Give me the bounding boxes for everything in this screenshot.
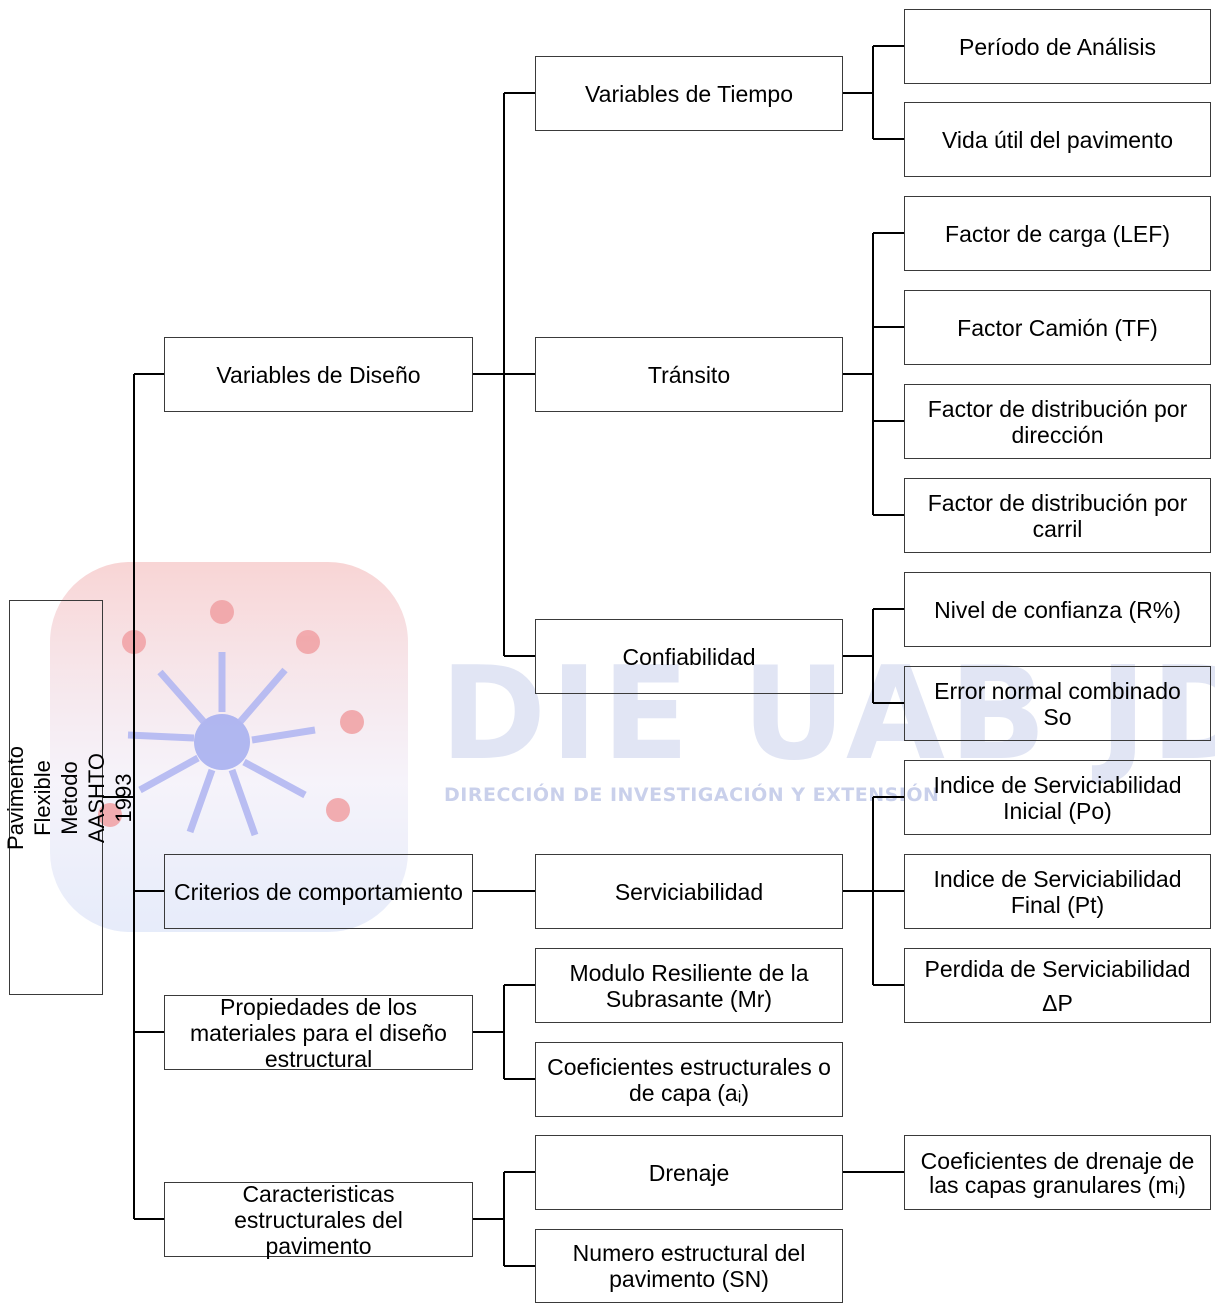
periodo-analisis-node: Período de Análisis bbox=[904, 9, 1211, 84]
drenaje-label: Drenaje bbox=[648, 1159, 730, 1186]
factor-carga-label: Factor de carga (LEF) bbox=[945, 220, 1170, 247]
tiempo-label: Variables de Tiempo bbox=[585, 80, 793, 107]
periodo-analisis-label: Período de Análisis bbox=[959, 33, 1156, 60]
tiempo-node: Variables de Tiempo bbox=[535, 56, 843, 131]
perdida-serviciabilidad-node: Perdida de Serviciabilidad ΔP bbox=[904, 948, 1211, 1023]
nivel-confianza-label: Nivel de confianza (R%) bbox=[934, 596, 1181, 623]
criterios-label: Criterios de comportamiento bbox=[174, 878, 463, 905]
factor-carga-node: Factor de carga (LEF) bbox=[904, 196, 1211, 271]
modulo-resiliente-node: Modulo Resiliente de la Subrasante (Mr) bbox=[535, 948, 843, 1023]
vida-util-label: Vida útil del pavimento bbox=[942, 126, 1173, 153]
factor-camion-node: Factor Camión (TF) bbox=[904, 290, 1211, 365]
serviciabilidad-inicial-node: Indice de Serviciabilidad Inicial (Po) bbox=[904, 760, 1211, 835]
numero-estructural-label: Numero estructural del pavimento (SN) bbox=[572, 1240, 806, 1292]
coeficientes-estructurales-label: Coeficientes estructurales o de capa (aᵢ… bbox=[547, 1053, 831, 1106]
root-node: Diseño de Pavimento Flexible Metodo AASH… bbox=[0, 600, 136, 995]
serviciabilidad-label: Serviciabilidad bbox=[614, 878, 764, 905]
confiabilidad-label: Confiabilidad bbox=[622, 643, 756, 670]
serviciabilidad-final-node: Indice de Serviciabilidad Final (Pt) bbox=[904, 854, 1211, 929]
factor-distribucion-carril-node: Factor de distribución por carril bbox=[904, 478, 1211, 553]
error-normal-node: Error normal combinado So bbox=[904, 666, 1211, 741]
modulo-resiliente-label: Modulo Resiliente de la Subrasante (Mr) bbox=[569, 959, 809, 1012]
coeficientes-drenaje-label: Coeficientes de drenaje de las capas gra… bbox=[920, 1147, 1195, 1198]
root-node-label: Diseño de Pavimento Flexible Metodo AASH… bbox=[0, 745, 136, 850]
propiedades-node: Propiedades de los materiales para el di… bbox=[164, 993, 473, 1072]
factor-distribucion-direccion-label: Factor de distribución por dirección bbox=[927, 395, 1188, 448]
coeficientes-estructurales-node: Coeficientes estructurales o de capa (aᵢ… bbox=[535, 1042, 843, 1117]
variables-diseno-node: Variables de Diseño bbox=[164, 337, 473, 412]
serviciabilidad-final-label: Indice de Serviciabilidad Final (Pt) bbox=[933, 865, 1182, 918]
caracteristicas-node: Caracteristicas estructurales del pavime… bbox=[164, 1180, 473, 1259]
factor-camion-label: Factor Camión (TF) bbox=[957, 314, 1158, 341]
nivel-confianza-node: Nivel de confianza (R%) bbox=[904, 572, 1211, 647]
drenaje-node: Drenaje bbox=[535, 1135, 843, 1210]
caracteristicas-label: Caracteristicas estructurales del pavime… bbox=[234, 1180, 403, 1259]
factor-distribucion-carril-label: Factor de distribución por carril bbox=[927, 489, 1188, 542]
criterios-node: Criterios de comportamiento bbox=[164, 854, 473, 929]
numero-estructural-node: Numero estructural del pavimento (SN) bbox=[535, 1229, 843, 1303]
confiabilidad-node: Confiabilidad bbox=[535, 619, 843, 694]
factor-distribucion-direccion-node: Factor de distribución por dirección bbox=[904, 384, 1211, 459]
perdida-serviciabilidad-label: Perdida de Serviciabilidad ΔP bbox=[924, 955, 1191, 1016]
serviciabilidad-node: Serviciabilidad bbox=[535, 854, 843, 929]
transito-label: Tránsito bbox=[647, 361, 731, 388]
variables-diseno-label: Variables de Diseño bbox=[216, 361, 421, 388]
error-normal-label: Error normal combinado So bbox=[934, 677, 1181, 730]
transito-node: Tránsito bbox=[535, 337, 843, 412]
coeficientes-drenaje-node: Coeficientes de drenaje de las capas gra… bbox=[904, 1135, 1211, 1210]
propiedades-label: Propiedades de los materiales para el di… bbox=[190, 993, 447, 1072]
vida-util-node: Vida útil del pavimento bbox=[904, 102, 1211, 177]
serviciabilidad-inicial-label: Indice de Serviciabilidad Inicial (Po) bbox=[933, 771, 1182, 824]
